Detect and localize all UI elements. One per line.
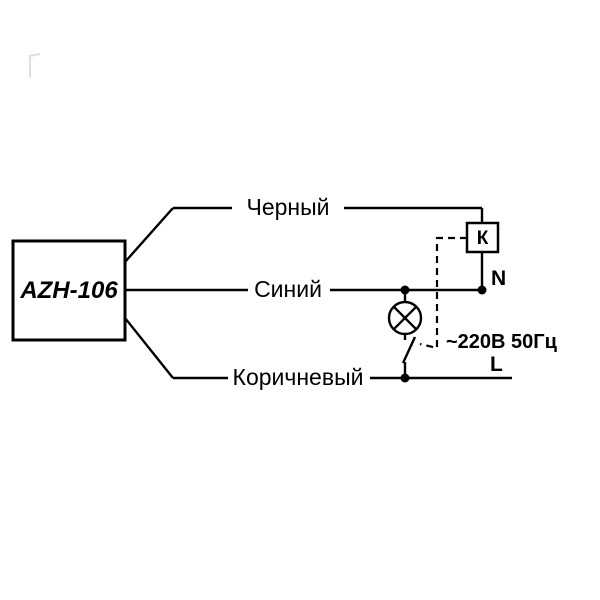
lamp-icon (387, 300, 423, 336)
wire-blue-label: Синий (254, 276, 322, 302)
device-label: AZH-106 (19, 277, 118, 304)
relay-coil: К (465, 221, 500, 290)
wire-black: Черный (173, 194, 484, 223)
switch-icon (401, 336, 417, 378)
wire-blue: Синий N (125, 267, 506, 302)
line-terminal-label: L (490, 353, 503, 376)
neutral-terminal-label: N (491, 267, 506, 290)
scan-artifact (29, 53, 41, 78)
neutral-junction-dot (477, 285, 487, 295)
wire-black-fan (124, 207, 174, 263)
wire-brown: Коричневый L (173, 353, 512, 390)
lamp-cross-2 (392, 305, 418, 331)
switch-lever (401, 336, 417, 364)
power-rating-label: ~220В 50Гц (446, 331, 558, 353)
wire-brown-label: Коричневый (233, 364, 364, 390)
relay-coil-box (465, 221, 500, 254)
lamp-branch (387, 285, 423, 383)
device-box-outline (11, 239, 127, 342)
wire-brown-fan (124, 317, 174, 379)
relay-coil-label: К (477, 228, 489, 249)
device-box: AZH-106 (11, 239, 127, 342)
relay-control-dashed-line (419, 236, 467, 350)
wire-black-label: Черный (247, 194, 330, 220)
